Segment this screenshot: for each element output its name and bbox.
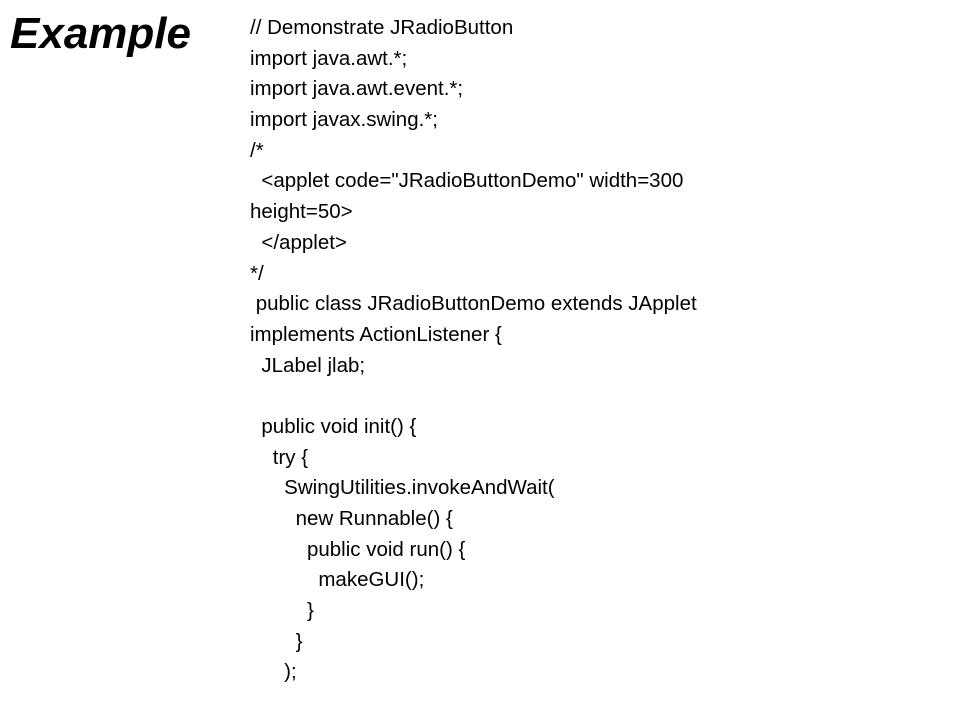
code-line: /* xyxy=(250,138,264,162)
code-line: new Runnable() { xyxy=(250,507,453,530)
code-line: } xyxy=(250,629,303,653)
code-line: </applet> xyxy=(250,230,347,254)
code-line: try { xyxy=(250,445,309,469)
code-line: <applet code="JRadioButtonDemo" width=30… xyxy=(250,169,684,193)
code-line: public void run() { xyxy=(250,537,466,561)
code-line xyxy=(250,381,950,412)
code-listing: // Demonstrate JRadioButton import java.… xyxy=(250,13,950,688)
code-line: height=50> xyxy=(250,200,353,224)
code-line: JLabel jlab; xyxy=(250,353,366,377)
code-line: */ xyxy=(250,261,264,285)
code-line: makeGUI(); xyxy=(250,568,425,592)
code-line: SwingUtilities.invokeAndWait( xyxy=(250,476,555,500)
code-line: public void init() { xyxy=(250,414,417,438)
code-line: implements ActionListener { xyxy=(250,322,502,346)
code-line: public class JRadioButtonDemo extends JA… xyxy=(250,292,697,316)
slide-title: Example xyxy=(10,9,191,58)
code-line: import java.awt.event.*; xyxy=(250,77,464,101)
code-line: ); xyxy=(250,660,297,684)
code-line: // Demonstrate JRadioButton xyxy=(250,16,514,39)
code-line: import java.awt.*; xyxy=(250,46,408,70)
code-line: } xyxy=(250,599,314,623)
code-line: import javax.swing.*; xyxy=(250,108,438,132)
